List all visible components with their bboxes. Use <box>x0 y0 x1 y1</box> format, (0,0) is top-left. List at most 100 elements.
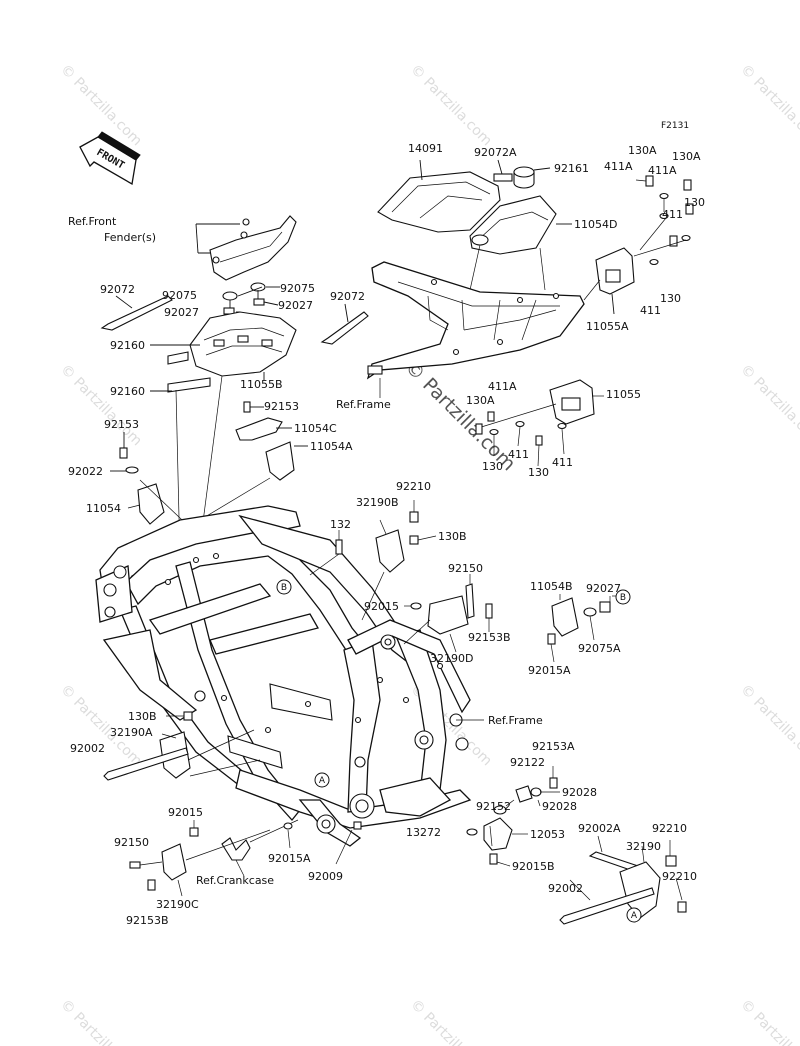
part-label: 411A <box>488 380 517 393</box>
part-label: 92027 <box>164 306 199 319</box>
part-label: 92153B <box>126 914 169 927</box>
part-label: 92072 <box>100 283 135 296</box>
part-label: 14091 <box>408 142 443 155</box>
bracket-11055-group <box>475 379 604 467</box>
watermark: © Partzilla.com <box>737 682 800 770</box>
part-label: 92015A <box>268 852 311 865</box>
svg-text:B: B <box>281 583 287 593</box>
part-label: 92075A <box>578 642 621 655</box>
part-label: 130A <box>672 150 701 163</box>
part-label: 92002A <box>578 822 621 835</box>
part-label: 11054 <box>86 502 121 515</box>
part-label: 92002 <box>70 742 105 755</box>
part-label: 11054C <box>294 422 337 435</box>
part-label: 92153A <box>532 740 575 753</box>
part-label: 411 <box>662 208 683 221</box>
part-label: 92072A <box>474 146 517 159</box>
ref-frame-right-label: Ref.Frame <box>488 714 543 727</box>
part-label: 411 <box>552 456 573 469</box>
ref-front-fender-label: Ref.Front <box>68 215 117 228</box>
part-label: 92152 <box>476 800 511 813</box>
watermark: © Partzilla.com <box>737 997 800 1046</box>
part-label: 32190C <box>156 898 199 911</box>
part-label: 11055 <box>606 388 641 401</box>
part-label: 130A <box>466 394 495 407</box>
marker-a-rear: A <box>626 907 642 923</box>
engine-mounts-group <box>309 500 618 663</box>
main-frame <box>95 505 484 847</box>
marker-a-frame: A <box>314 772 330 788</box>
part-label: 32190D <box>430 652 473 665</box>
part-label: 92072 <box>330 290 365 303</box>
part-label: 411A <box>604 160 633 173</box>
part-label: 92150 <box>448 562 483 575</box>
part-label: 130 <box>660 292 681 305</box>
part-label: 92122 <box>510 756 545 769</box>
part-label: 92015A <box>528 664 571 677</box>
watermark-center: © Partzilla.com <box>400 356 519 475</box>
part-label: 92150 <box>114 836 149 849</box>
part-label: 92028 <box>542 800 577 813</box>
part-label: 92153B <box>468 631 511 644</box>
part-labels: 14091 92072A 92161 11054D 130A 130A 411A… <box>68 142 705 927</box>
part-label: 13272 <box>406 826 441 839</box>
part-label: 11054A <box>310 440 353 453</box>
part-label: 92002 <box>548 882 583 895</box>
part-label: 11054B <box>530 580 573 593</box>
part-label: 130B <box>438 530 467 543</box>
part-label: 130B <box>128 710 157 723</box>
battery-case-group <box>366 159 694 398</box>
part-label: 92028 <box>562 786 597 799</box>
part-label: 12053 <box>530 828 565 841</box>
part-label: 92009 <box>308 870 343 883</box>
part-label: 411 <box>640 304 661 317</box>
lower-left-mounts-group <box>103 711 362 897</box>
part-label: 92015 <box>168 806 203 819</box>
part-label: 92075 <box>162 289 197 302</box>
part-label: 92210 <box>662 870 697 883</box>
part-label: 411 <box>508 448 529 461</box>
part-label: 92160 <box>110 339 145 352</box>
part-label: 130A <box>628 144 657 157</box>
ref-crankcase-label: Ref.Crankcase <box>196 874 274 887</box>
part-label: 92153 <box>264 400 299 413</box>
part-label: 92027 <box>278 299 313 312</box>
ref-frame-top-label: Ref.Frame <box>336 398 391 411</box>
part-label: 92075 <box>280 282 315 295</box>
ref-front-fender-label-2: Fender(s) <box>104 231 156 244</box>
part-label: 92210 <box>396 480 431 493</box>
watermark: © Partzilla.com <box>407 62 495 150</box>
part-label: 132 <box>330 518 351 531</box>
part-label: 130 <box>684 196 705 209</box>
part-label: 130 <box>482 460 503 473</box>
marker-b-top: B <box>276 579 292 595</box>
part-label: 92015 <box>364 600 399 613</box>
part-label: 32190A <box>110 726 153 739</box>
part-label: 32190 <box>626 840 661 853</box>
part-label: 92022 <box>68 465 103 478</box>
lower-right-mounts-group <box>466 766 687 925</box>
part-label: 92027 <box>586 582 621 595</box>
part-label: 11054D <box>574 218 617 231</box>
marker-b-right: B <box>615 589 631 605</box>
part-label: 11055A <box>586 320 629 333</box>
part-label: 130 <box>528 466 549 479</box>
marker-a-left <box>113 565 127 579</box>
part-label: 11055B <box>240 378 283 391</box>
part-label: 92161 <box>554 162 589 175</box>
watermark: © Partzilla.com <box>407 997 495 1046</box>
part-label: 411A <box>648 164 677 177</box>
svg-text:B: B <box>620 593 626 603</box>
svg-text:A: A <box>319 776 326 786</box>
svg-text:A: A <box>631 911 638 921</box>
part-label: 92160 <box>110 385 145 398</box>
part-label: 32190B <box>356 496 399 509</box>
watermark: © Partzilla.com <box>737 62 800 150</box>
part-label: 92153 <box>104 418 139 431</box>
watermark: © Partzilla.com <box>57 997 145 1046</box>
watermark: © Partzilla.com <box>737 362 800 450</box>
part-label: 92015B <box>512 860 555 873</box>
watermark: © Partzilla.com <box>57 362 145 450</box>
